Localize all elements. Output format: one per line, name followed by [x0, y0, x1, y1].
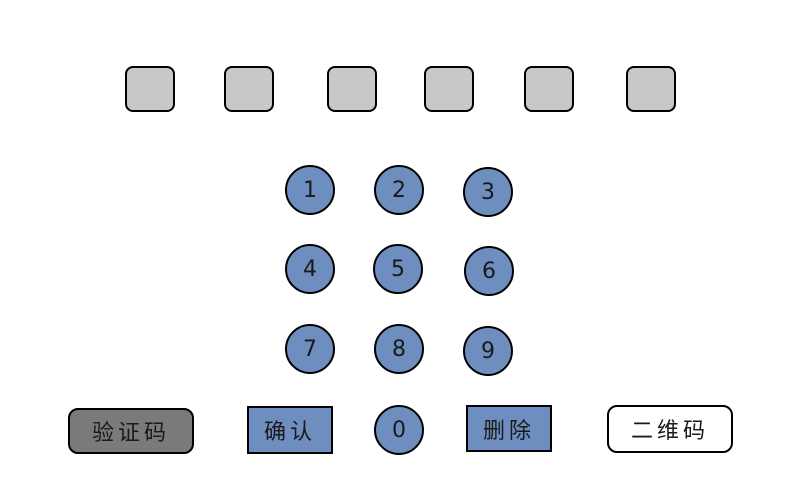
- code-slot-5: [524, 66, 574, 112]
- key-3[interactable]: 3: [463, 167, 513, 217]
- key-0[interactable]: 0: [374, 405, 424, 455]
- key-1[interactable]: 1: [285, 165, 335, 215]
- key-6[interactable]: 6: [464, 246, 514, 296]
- code-slot-1: [125, 66, 175, 112]
- key-8[interactable]: 8: [374, 324, 424, 374]
- key-5[interactable]: 5: [373, 244, 423, 294]
- code-slot-4: [424, 66, 474, 112]
- key-7[interactable]: 7: [285, 324, 335, 374]
- code-slot-6: [626, 66, 676, 112]
- code-slot-3: [327, 66, 377, 112]
- confirm-button[interactable]: 确认: [247, 406, 333, 454]
- code-slot-2: [224, 66, 274, 112]
- verify-code-button[interactable]: 验证码: [68, 408, 194, 454]
- key-9[interactable]: 9: [463, 326, 513, 376]
- qr-code-button[interactable]: 二维码: [607, 405, 733, 453]
- key-2[interactable]: 2: [374, 165, 424, 215]
- key-4[interactable]: 4: [285, 244, 335, 294]
- delete-button[interactable]: 删除: [466, 405, 552, 452]
